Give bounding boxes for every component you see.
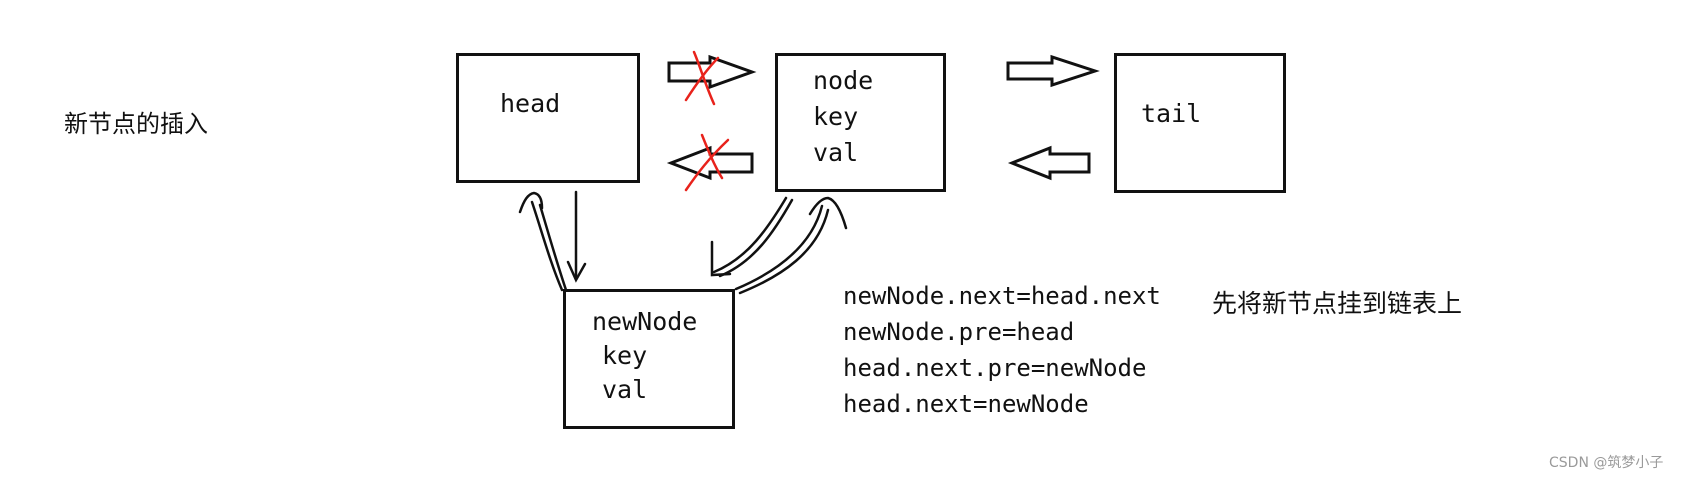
code-line-2: newNode.pre=head [843,318,1075,346]
watermark: CSDN @筑梦小子 [1549,455,1664,471]
middle-node-box: node key val [775,53,946,192]
code-line-1: newNode.next=head.next [843,282,1161,310]
step-note: 先将新节点挂到链表上 [1212,289,1463,318]
middle-node-name: node [813,66,874,95]
new-node-val: val [602,375,648,404]
newnode-to-node-arrow [734,196,848,295]
code-line-3: head.next.pre=newNode [843,354,1147,382]
node-to-head-arrow [666,145,754,181]
new-node-key: key [602,341,648,370]
diagram-title: 新节点的插入 [64,110,208,138]
head-to-node-arrow [667,54,757,90]
middle-node-val: val [813,138,859,167]
head-node-box: head [456,53,640,183]
tail-label: tail [1141,99,1202,128]
head-to-newnode-arrow [566,190,587,283]
tail-node-box: tail [1114,53,1286,193]
node-to-newnode-arrow [710,196,794,278]
newnode-to-head-arrow [518,191,568,292]
head-label: head [500,89,561,118]
code-line-4: head.next=newNode [843,390,1089,418]
new-node-box: newNode key val [563,289,735,429]
cross-mark-top [684,50,720,106]
middle-node-key: key [813,102,859,131]
tail-to-node-arrow [1007,145,1091,181]
node-to-tail-arrow [1006,54,1100,88]
cross-mark-bottom [684,133,730,192]
new-node-name: newNode [592,307,698,336]
